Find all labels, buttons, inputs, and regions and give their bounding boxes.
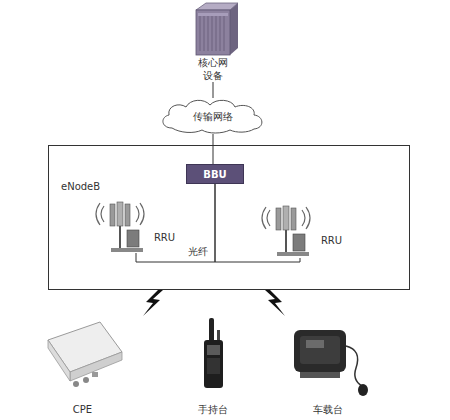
terminal-node: CPE bbox=[40, 318, 125, 418]
connector-line bbox=[136, 184, 215, 262]
node-label: 核心网 设备 bbox=[193, 56, 233, 82]
antenna-tower-icon bbox=[96, 202, 144, 252]
cpe-device-icon bbox=[48, 322, 122, 387]
node-label: BBU bbox=[187, 168, 243, 181]
connector-line bbox=[213, 82, 214, 98]
wireless-bolt-symbol bbox=[265, 290, 285, 316]
wireless-bolt-symbol bbox=[143, 290, 163, 316]
core-network-node: 核心网 设备 bbox=[178, 2, 248, 82]
vehicle-radio-icon bbox=[294, 330, 368, 396]
node-label: 车载台 bbox=[290, 403, 366, 416]
core-rack-icon bbox=[196, 3, 238, 55]
node-label: CPE bbox=[40, 403, 125, 416]
rru-node: RRU bbox=[263, 204, 345, 258]
bbu-box: BBU bbox=[186, 164, 244, 184]
connector-line bbox=[215, 184, 300, 262]
node-label: 手持台 bbox=[186, 403, 240, 416]
terminal-node: 手持台 bbox=[186, 318, 240, 418]
terminal-node: 车载台 bbox=[290, 318, 366, 418]
enodeb-box: eNodeB BBU RRU RRU bbox=[48, 145, 410, 290]
node-label: RRU bbox=[151, 231, 178, 244]
antenna-tower-icon bbox=[262, 206, 310, 256]
transport-network-cloud: 传输网络 bbox=[158, 98, 268, 134]
handheld-radio-icon bbox=[204, 318, 223, 388]
rru-node: RRU bbox=[96, 199, 178, 253]
edge-label: 光纤 bbox=[187, 246, 209, 258]
node-label: eNodeB bbox=[61, 180, 121, 193]
node-label: 传输网络 bbox=[158, 110, 268, 123]
node-label: RRU bbox=[318, 234, 345, 247]
connector-line bbox=[213, 134, 214, 164]
